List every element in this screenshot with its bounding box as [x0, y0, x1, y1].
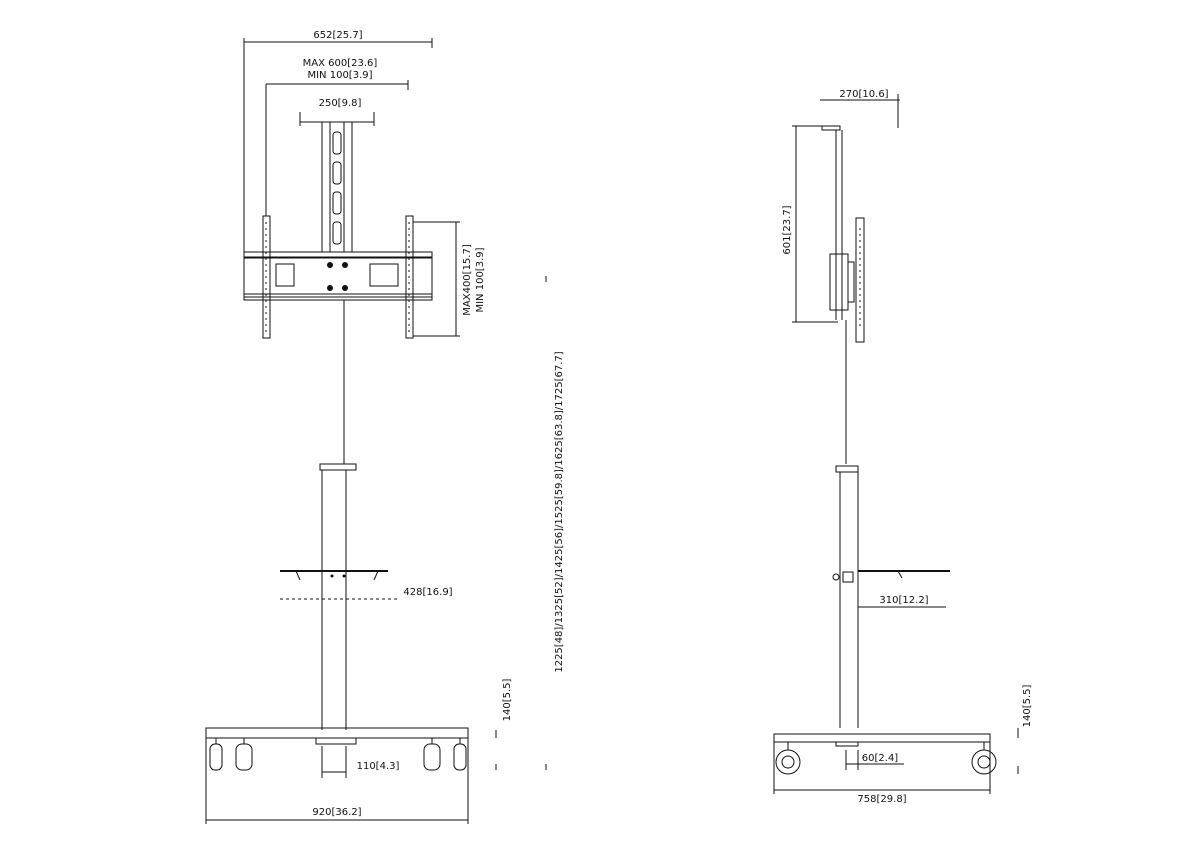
side-main-column [839, 472, 859, 728]
side-base [773, 733, 991, 747]
mounting-plate [243, 251, 433, 301]
vesa-arms [262, 215, 414, 339]
dim-column-width: 110[4.3] [321, 746, 400, 778]
dim-side-foot-height: 140[5.5] [1017, 685, 1033, 774]
label-offset: 60[2.4] [862, 753, 899, 764]
collar [319, 463, 357, 471]
label-max-width: MAX 600[23.6] [303, 58, 378, 69]
label-top-width: 652[25.7] [313, 30, 362, 41]
dim-offset: 60[2.4] [845, 750, 904, 770]
label-foot-height: 140[5.5] [502, 679, 513, 722]
side-collar [835, 465, 859, 473]
side-bracket [829, 217, 865, 343]
label-top-depth: 270[10.6] [839, 89, 888, 100]
dim-shelf-depth: 310[12.2] [858, 595, 946, 608]
label-shelf-depth: 310[12.2] [879, 595, 928, 606]
dim-shelf-width: 428[16.9] [280, 587, 453, 600]
label-side-foot-height: 140[5.5] [1022, 685, 1033, 728]
label-column-clamp: 250[9.8] [319, 98, 362, 109]
dim-top-width: 652[25.7] [243, 30, 433, 262]
side-view: 270[10.6] 601[23.7] [773, 89, 1033, 805]
shelf [280, 570, 388, 581]
dim-bracket-height: 601[23.7] [782, 125, 838, 323]
front-view: 652[25.7] MAX 600[23.6] MIN 100[3.9] 250… [205, 30, 565, 824]
label-column-width: 110[4.3] [357, 761, 400, 772]
dim-base-depth: 758[29.8] [773, 742, 991, 805]
label-max-height: MAX400[15.7] [462, 244, 473, 316]
dim-base-width: 920[36.2] [205, 738, 469, 824]
casters [209, 738, 467, 771]
base [205, 727, 469, 745]
label-base-depth: 758[29.8] [857, 794, 906, 805]
side-top-cap [821, 125, 841, 131]
label-total-heights: 1225[48]/1325[52]/1425[56]/1525[59.8]/16… [554, 351, 565, 672]
main-column [321, 470, 347, 730]
label-bracket-height: 601[23.7] [782, 205, 793, 254]
label-min-height: MIN 100[3.9] [475, 247, 486, 312]
dim-total-height: 1225[48]/1325[52]/1425[56]/1525[59.8]/16… [545, 276, 565, 770]
side-shelf [832, 570, 950, 583]
label-base-width: 920[36.2] [312, 807, 361, 818]
dim-max-min-width: MAX 600[23.6] MIN 100[3.9] [265, 58, 409, 216]
dim-top-depth: 270[10.6] [820, 89, 900, 128]
dim-max-min-height: MAX400[15.7] MIN 100[3.9] [413, 221, 486, 337]
label-min-width: MIN 100[3.9] [307, 70, 372, 81]
label-shelf-width: 428[16.9] [403, 587, 452, 598]
upper-column [321, 121, 353, 253]
dim-foot-height: 140[5.5] [495, 679, 513, 770]
side-upper-column [835, 130, 843, 320]
